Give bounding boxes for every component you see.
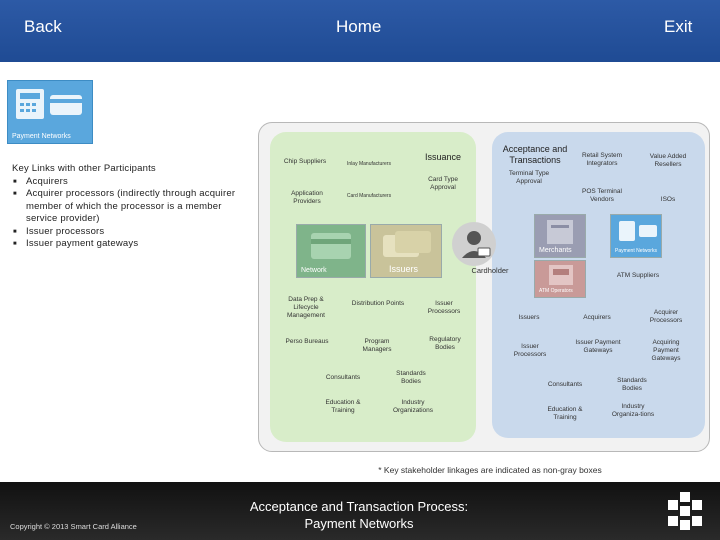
issuer-processors-blue-label[interactable]: Issuer Processors: [513, 343, 547, 358]
payment-networks-small-tile[interactable]: Payment Networks: [610, 214, 662, 258]
atm-tile[interactable]: ATM Operators: [534, 260, 586, 298]
key-links-title: Key Links with other Participants: [12, 163, 156, 174]
distribution-points-label[interactable]: Distribution Points: [351, 300, 405, 307]
card-manufacturers-label[interactable]: Card Manufacturers: [346, 193, 392, 199]
value-added-resellers-label[interactable]: Value Added Resellers: [649, 153, 687, 168]
standards-bodies-green-label[interactable]: Standards Bodies: [396, 370, 426, 385]
acceptance-region: [492, 132, 705, 438]
standards-bodies-blue-label[interactable]: Standards Bodies: [617, 377, 647, 392]
perso-bureaus-label[interactable]: Perso Bureaus: [285, 338, 329, 345]
cardholder-label: Cardholder: [471, 266, 509, 275]
merchants-tile[interactable]: Merchants: [534, 214, 586, 258]
payment-networks-tile[interactable]: Payment Networks: [7, 80, 93, 144]
back-link[interactable]: Back: [24, 17, 62, 36]
regulatory-bodies-label[interactable]: Regulatory Bodies: [429, 336, 461, 351]
slide-title-line2: Payment Networks: [304, 516, 414, 531]
education-training-blue-label[interactable]: Education & Training: [547, 406, 583, 421]
acquirers-label[interactable]: Acquirers: [583, 314, 611, 321]
issuer-processors-green-label[interactable]: Issuer Processors: [427, 300, 461, 315]
application-providers-label[interactable]: Application Providers: [291, 190, 323, 205]
footer-bar: [0, 482, 720, 540]
inlay-manufacturers-label[interactable]: Inlay Manufacturers: [347, 161, 391, 167]
merchants-tile-label: Merchants: [539, 247, 572, 254]
education-training-green-label[interactable]: Education & Training: [325, 399, 361, 414]
payment-networks-small-label: Payment Networks: [615, 248, 657, 254]
copyright-text: Copyright © 2013 Smart Card Alliance: [10, 522, 137, 531]
payment-networks-label: Payment Networks: [12, 133, 71, 140]
isos-label[interactable]: ISOs: [660, 196, 676, 203]
consultants-blue-label[interactable]: Consultants: [547, 381, 583, 388]
acquiring-payment-gateways-label[interactable]: Acquiring Payment Gateways: [651, 339, 681, 362]
key-link-item: Issuer payment gateways: [12, 238, 248, 251]
issuers-tile[interactable]: Issuers: [370, 224, 442, 278]
issuer-payment-gateways-label[interactable]: Issuer Payment Gateways: [575, 339, 621, 354]
cardholder-icon[interactable]: [452, 222, 496, 266]
key-link-item: Acquirer processors (indirectly through …: [12, 188, 248, 226]
cards-icon: [383, 231, 431, 257]
retail-system-integrators-label[interactable]: Retail System Integrators: [581, 152, 623, 167]
pos-terminal-vendors-label[interactable]: POS Terminal Vendors: [582, 188, 622, 203]
linkage-note: * Key stakeholder linkages are indicated…: [378, 465, 602, 475]
slide-title-line1: Acceptance and Transaction Process:: [249, 499, 469, 514]
chip-suppliers-label[interactable]: Chip Suppliers: [283, 158, 327, 165]
key-link-item: Issuer processors: [12, 226, 248, 239]
card-icon: [311, 233, 351, 259]
program-managers-label[interactable]: Program Managers: [362, 338, 392, 353]
card-type-approval-label[interactable]: Card Type Approval: [428, 176, 458, 191]
atm-icon: [549, 265, 573, 285]
acquirer-processors-label[interactable]: Acquirer Processors: [649, 309, 683, 324]
terminal-type-approval-label[interactable]: Terminal Type Approval: [508, 170, 550, 185]
key-link-item: Acquirers: [12, 176, 248, 189]
slide-title: Acceptance and Transaction Process: Paym…: [230, 498, 488, 532]
data-prep-label[interactable]: Data Prep & Lifecycle Management: [287, 296, 325, 319]
issuance-region: [270, 132, 476, 442]
network-tile[interactable]: Network: [296, 224, 366, 278]
atm-suppliers-label[interactable]: ATM Suppliers: [616, 272, 660, 279]
issuance-heading: Issuance: [424, 152, 462, 162]
issuers-label[interactable]: Issuers: [518, 314, 540, 321]
industry-organizations-green-label[interactable]: Industry Organizations: [392, 399, 434, 414]
home-link[interactable]: Home: [336, 17, 382, 36]
top-nav-bar: [0, 0, 720, 62]
receipt-icon: [547, 220, 573, 244]
card-terminal-icon: [16, 89, 82, 119]
acceptance-heading: Acceptance and Transactions: [502, 144, 568, 165]
atm-tile-label: ATM Operators: [539, 288, 573, 294]
consultants-green-label[interactable]: Consultants: [325, 374, 361, 381]
issuers-tile-label: Issuers: [389, 264, 419, 274]
industry-organizations-blue-label[interactable]: Industry Organiza-tions: [611, 403, 655, 418]
exit-link[interactable]: Exit: [664, 17, 693, 36]
smart-card-alliance-logo: [666, 492, 706, 532]
terminal-icon: [619, 221, 657, 241]
network-tile-label: Network: [301, 267, 327, 274]
key-links-panel: Key Links with other Participants Acquir…: [12, 163, 248, 251]
